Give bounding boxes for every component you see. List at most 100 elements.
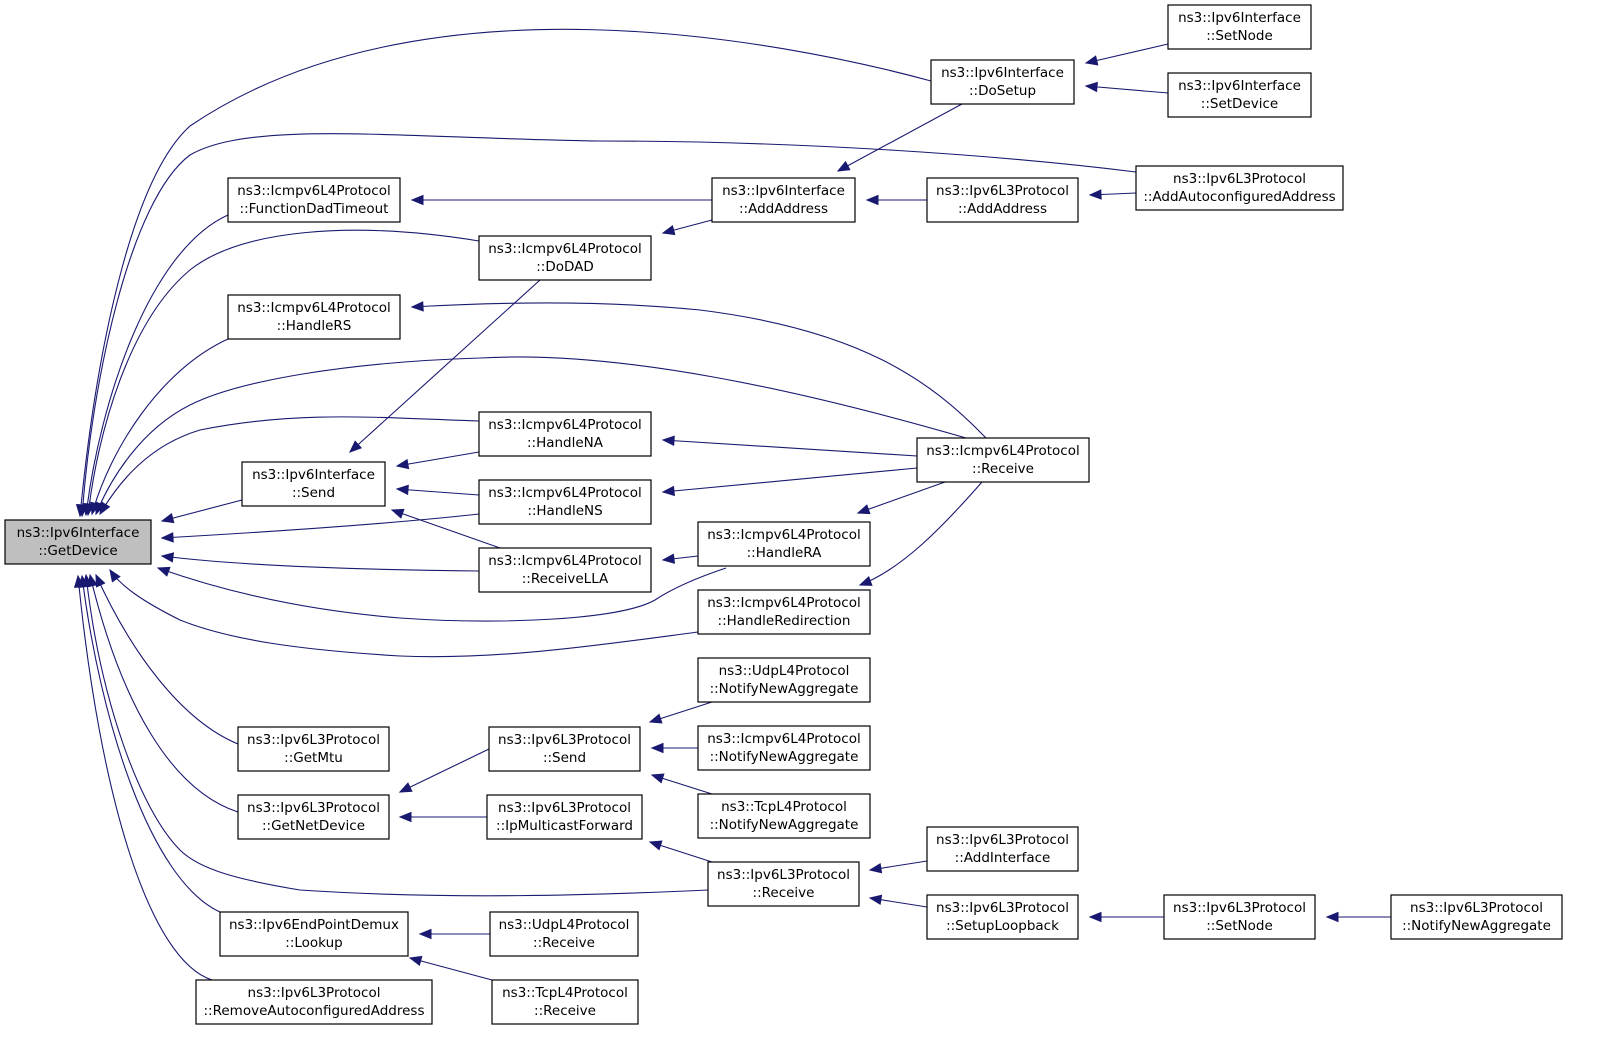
node-icmpreceive[interactable]: ns3::Icmpv6L4Protocol::Receive bbox=[916, 437, 1090, 483]
edge-line bbox=[1085, 85, 1169, 94]
node-tcpreceive[interactable]: ns3::TcpL4Protocol::Receive bbox=[491, 979, 639, 1025]
edge-tcpreceive-to-lookup bbox=[408, 955, 493, 981]
edge-handlena-to-ifsend bbox=[395, 451, 480, 470]
edge-arrowhead bbox=[648, 713, 663, 724]
node-label-method: ::Receive bbox=[753, 885, 815, 901]
node-functiondad[interactable]: ns3::Icmpv6L4Protocol::FunctionDadTimeou… bbox=[227, 177, 401, 223]
node-ifaddaddr[interactable]: ns3::Ipv6Interface::AddAddress bbox=[711, 177, 856, 223]
node-getnetdevice[interactable]: ns3::Ipv6L3Protocol::GetNetDevice bbox=[237, 794, 390, 840]
node-label-class: ns3::Ipv6L3Protocol bbox=[1173, 171, 1306, 187]
node-box bbox=[1167, 72, 1312, 118]
edge-arrowhead bbox=[1088, 189, 1102, 200]
edge-receivella-to-getdevice bbox=[160, 552, 480, 572]
node-label-method: ::SetNode bbox=[1206, 28, 1273, 44]
node-l3notify[interactable]: ns3::Ipv6L3Protocol::NotifyNewAggregate bbox=[1390, 894, 1563, 940]
edge-line bbox=[161, 499, 243, 522]
node-addinterface[interactable]: ns3::Ipv6L3Protocol::AddInterface bbox=[926, 826, 1079, 872]
node-label-class: ns3::Ipv6L3Protocol bbox=[936, 900, 1069, 916]
node-ipmcast[interactable]: ns3::Ipv6L3Protocol::IpMulticastForward bbox=[486, 794, 643, 840]
edge-l3addaddr-to-ifaddaddr bbox=[865, 194, 927, 206]
node-label-method: ::SetDevice bbox=[1201, 96, 1278, 112]
node-receivella[interactable]: ns3::Icmpv6L4Protocol::ReceiveLLA bbox=[478, 547, 652, 593]
edge-line bbox=[91, 338, 229, 515]
node-l3receive[interactable]: ns3::Ipv6L3Protocol::Receive bbox=[707, 861, 860, 907]
node-label-class: ns3::Ipv6L3Protocol bbox=[247, 800, 380, 816]
edge-line bbox=[109, 569, 699, 658]
node-setuploopback[interactable]: ns3::Ipv6L3Protocol::SetupLoopback bbox=[926, 894, 1079, 940]
node-box bbox=[4, 519, 152, 565]
edge-arrowhead bbox=[1088, 911, 1102, 923]
node-removeauto[interactable]: ns3::Ipv6L3Protocol::RemoveAutoconfigure… bbox=[195, 979, 433, 1025]
edge-arrowhead bbox=[160, 532, 174, 543]
edge-line bbox=[857, 481, 946, 514]
node-handlers[interactable]: ns3::Icmpv6L4Protocol::HandleRS bbox=[227, 294, 401, 340]
node-label-method: ::HandleRedirection bbox=[718, 613, 851, 629]
edge-arrowhead bbox=[410, 301, 424, 312]
node-layer: ns3::Ipv6Interface::GetDevicens3::Ipv6In… bbox=[4, 4, 1563, 1025]
node-lookup[interactable]: ns3::Ipv6EndPointDemux::Lookup bbox=[219, 911, 409, 957]
edge-line bbox=[662, 439, 918, 457]
node-box bbox=[237, 726, 390, 772]
node-label-class: ns3::Ipv6EndPointDemux bbox=[229, 917, 399, 933]
edge-arrowhead bbox=[398, 811, 412, 823]
edge-setnode_if-to-dosetup bbox=[1084, 43, 1169, 66]
edge-arrowhead bbox=[395, 484, 409, 496]
node-udpnotify[interactable]: ns3::UdpL4Protocol::NotifyNewAggregate bbox=[697, 657, 871, 703]
node-box bbox=[697, 793, 871, 839]
edge-arrowhead bbox=[349, 440, 363, 453]
node-label-method: ::HandleRA bbox=[747, 545, 823, 561]
node-l3setnode[interactable]: ns3::Ipv6L3Protocol::SetNode bbox=[1163, 894, 1316, 940]
node-handlera[interactable]: ns3::Icmpv6L4Protocol::HandleRA bbox=[697, 521, 871, 567]
node-tcpnotify[interactable]: ns3::TcpL4Protocol::NotifyNewAggregate bbox=[697, 793, 871, 839]
node-label-method: ::GetDevice bbox=[38, 543, 117, 559]
edge-line bbox=[391, 509, 501, 549]
node-box bbox=[1135, 165, 1344, 211]
node-label-class: ns3::Icmpv6L4Protocol bbox=[237, 183, 391, 199]
node-box bbox=[926, 826, 1079, 872]
node-label-method: ::Send bbox=[543, 750, 586, 766]
node-label-class: ns3::Ipv6L3Protocol bbox=[498, 800, 631, 816]
node-handlens[interactable]: ns3::Icmpv6L4Protocol::HandleNS bbox=[478, 479, 652, 525]
node-dodad[interactable]: ns3::Icmpv6L4Protocol::DoDAD bbox=[478, 235, 652, 281]
node-handlena[interactable]: ns3::Icmpv6L4Protocol::HandleNA bbox=[478, 411, 652, 457]
edge-udpreceive-to-lookup bbox=[418, 928, 490, 940]
node-label-class: ns3::Ipv6L3Protocol bbox=[936, 832, 1069, 848]
node-label-class: ns3::Ipv6Interface bbox=[941, 65, 1064, 81]
node-addautoaddr[interactable]: ns3::Ipv6L3Protocol::AddAutoconfiguredAd… bbox=[1135, 165, 1344, 211]
edge-line bbox=[859, 481, 983, 586]
node-box bbox=[488, 726, 641, 772]
node-label-method: ::SetupLoopback bbox=[946, 918, 1059, 934]
node-label-class: ns3::UdpL4Protocol bbox=[719, 663, 850, 679]
node-handleredir[interactable]: ns3::Icmpv6L4Protocol::HandleRedirection bbox=[697, 589, 871, 635]
edge-line bbox=[95, 574, 239, 745]
node-ifsend[interactable]: ns3::Ipv6Interface::Send bbox=[241, 461, 386, 507]
node-label-class: ns3::Ipv6L3Protocol bbox=[1410, 900, 1543, 916]
node-getdevice[interactable]: ns3::Ipv6Interface::GetDevice bbox=[4, 519, 152, 565]
node-icmpnotify[interactable]: ns3::Icmpv6L4Protocol::NotifyNewAggregat… bbox=[697, 725, 871, 771]
node-udpreceive[interactable]: ns3::UdpL4Protocol::Receive bbox=[489, 911, 639, 957]
node-label-method: ::AddInterface bbox=[955, 850, 1051, 866]
edge-line bbox=[99, 416, 480, 515]
node-dosetup[interactable]: ns3::Ipv6Interface::DoSetup bbox=[930, 59, 1075, 105]
node-box bbox=[241, 461, 386, 507]
node-label-class: ns3::Icmpv6L4Protocol bbox=[707, 731, 861, 747]
node-l3addaddr[interactable]: ns3::Ipv6L3Protocol::AddAddress bbox=[926, 177, 1079, 223]
node-l3send[interactable]: ns3::Ipv6L3Protocol::Send bbox=[488, 726, 641, 772]
node-box bbox=[478, 235, 652, 281]
edge-line bbox=[396, 451, 480, 467]
node-box bbox=[926, 177, 1079, 223]
node-label-method: ::HandleNA bbox=[527, 435, 604, 451]
node-label-method: ::NotifyNewAggregate bbox=[1402, 918, 1551, 934]
edge-arrowhead bbox=[661, 224, 676, 236]
node-setdevice[interactable]: ns3::Ipv6Interface::SetDevice bbox=[1167, 72, 1312, 118]
edge-arrowhead bbox=[398, 782, 413, 793]
node-getmtu[interactable]: ns3::Ipv6L3Protocol::GetMtu bbox=[237, 726, 390, 772]
node-box bbox=[478, 547, 652, 593]
edge-layer bbox=[73, 28, 1391, 981]
node-box bbox=[711, 177, 856, 223]
node-setnode_if[interactable]: ns3::Ipv6Interface::SetNode bbox=[1167, 4, 1312, 50]
node-label-class: ns3::Icmpv6L4Protocol bbox=[488, 485, 642, 501]
node-box bbox=[489, 911, 639, 957]
edge-icmpreceive-to-handlena bbox=[661, 435, 918, 457]
node-box bbox=[195, 979, 433, 1025]
